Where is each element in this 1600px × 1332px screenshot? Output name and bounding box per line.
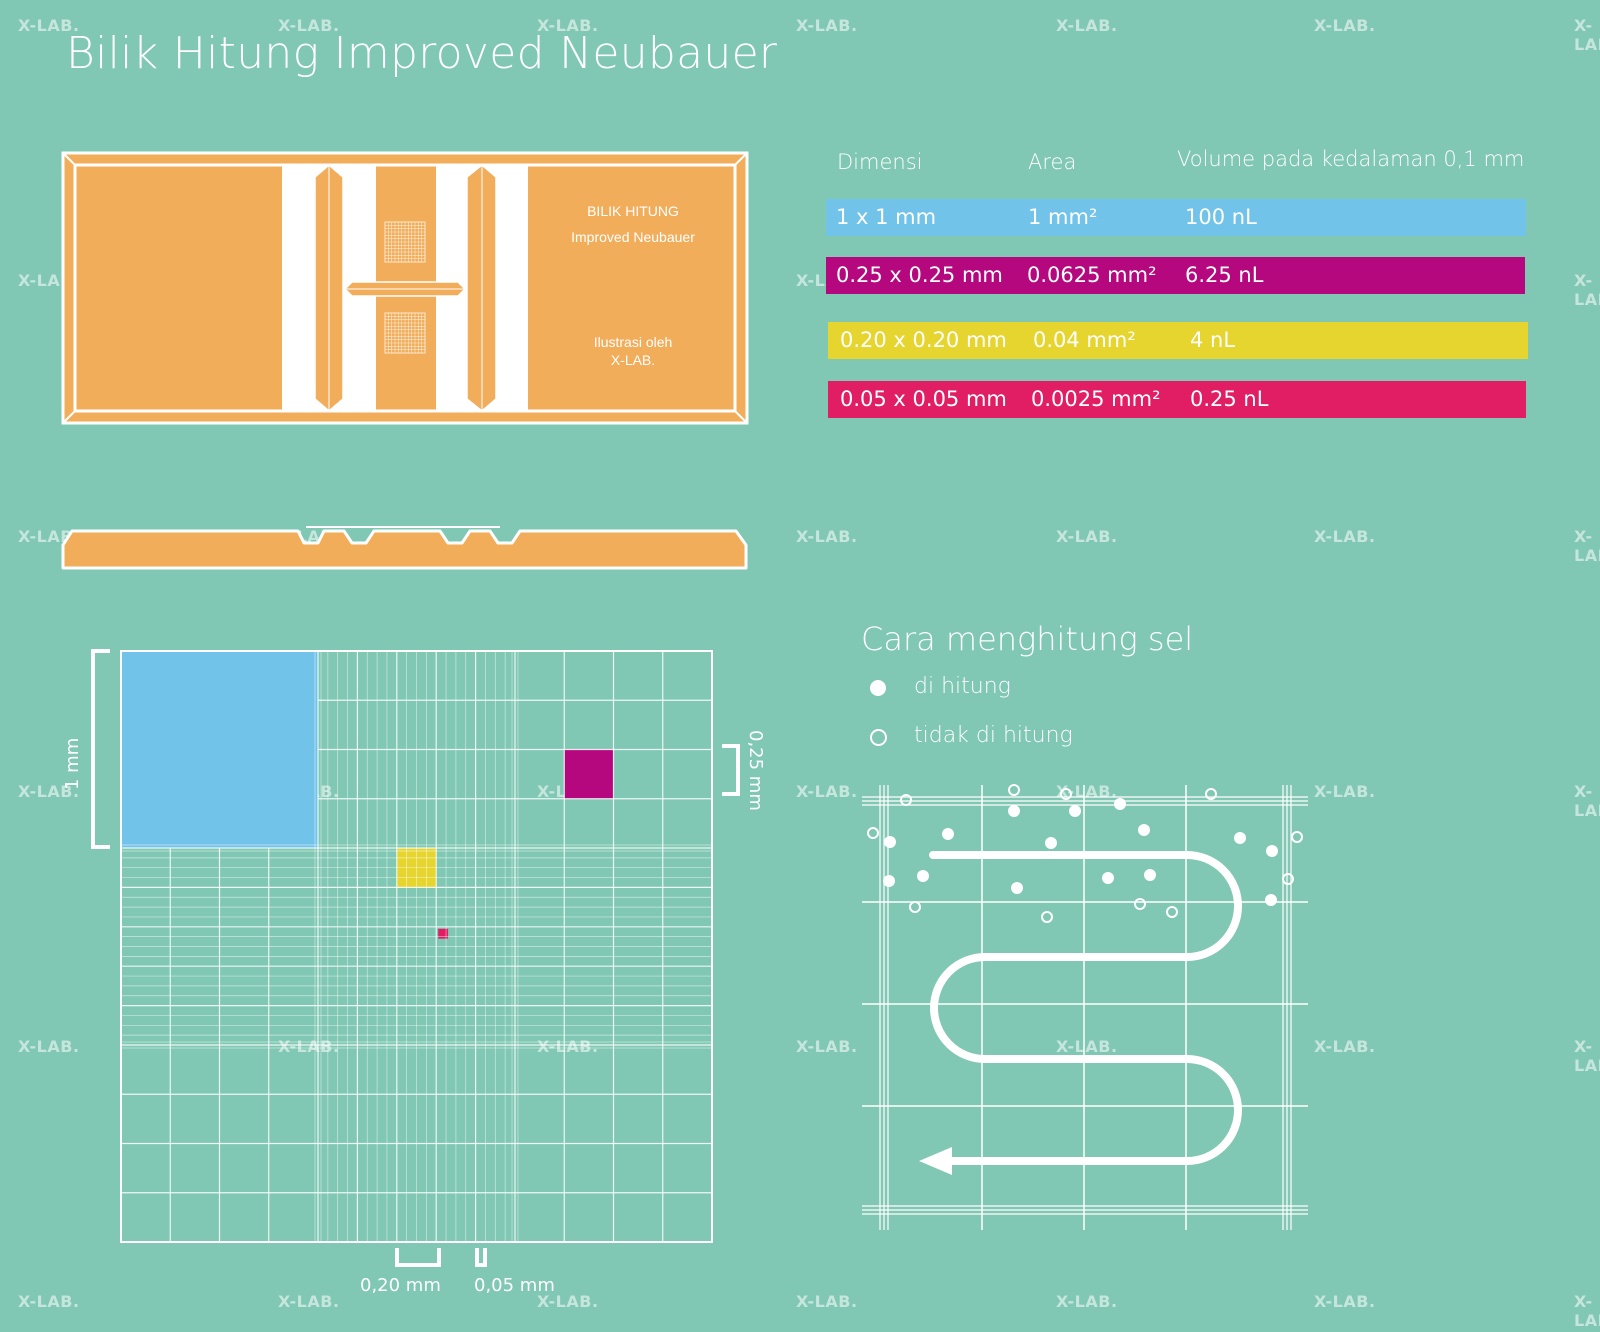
watermark-text: X-LAB. [18,16,80,35]
cells [867,784,1303,923]
header-dimensi: Dimensi [837,150,923,174]
cell-area: 1 mm² [1028,205,1098,229]
neubauer-grid [120,650,713,1243]
watermark-text: X-LAB. [1056,16,1118,35]
watermark-text: X-LAB. [796,782,858,801]
counting-title: Cara menghitung sel [861,620,1194,658]
watermark-text: X-LAB. [1314,1037,1376,1056]
slide-label-line1: BILIK HITUNG [587,203,679,219]
counting-path [929,851,1242,1165]
watermark-text: X-LAB. [278,1292,340,1311]
slide-side-view [61,526,748,570]
label-025mm: 0,25 mm [745,730,766,811]
header-area: Area [1028,150,1077,174]
watermark-text: X-LAB. [1574,1292,1600,1330]
watermark-text: X-LAB. [1314,16,1376,35]
label-020mm: 0,20 mm [360,1275,441,1296]
watermark-text: X-LAB. [1574,1037,1600,1075]
page-title: Bilik Hitung Improved Neubauer [66,28,778,79]
watermark-text: X-LAB. [1056,527,1118,546]
filled-circle-icon [870,680,886,696]
cell-area: 0.04 mm² [1033,328,1136,352]
scale-020mm: 0,20 mm [360,1248,441,1296]
square-025mm [564,749,614,799]
watermark-text: X-LAB. [1574,782,1600,820]
watermark-text: X-LAB. [1314,527,1376,546]
scale-1mm: 1 mm [62,649,110,849]
row-005mm: 0.05 x 0.05 mm 0.0025 mm² 0.25 nL [828,381,1526,418]
slide-credit-line2: X-LAB. [611,352,655,368]
square-1mm [121,651,318,848]
cell-volume: 4 nL [1190,328,1236,352]
watermark-text: X-LAB. [18,1292,80,1311]
watermark-text: X-LAB. [796,1292,858,1311]
mini-counting-grid-upper [384,221,426,263]
watermark-text: X-LAB. [537,16,599,35]
watermark-text: X-LAB. [278,16,340,35]
watermark-text: X-LAB. [1314,782,1376,801]
label-1mm: 1 mm [62,738,83,790]
watermark-text: X-LAB. [537,1292,599,1311]
header-volume: Volume pada kedalaman 0,1 mm [1177,147,1525,171]
label-005mm: 0,05 mm [474,1275,555,1296]
scale-005mm: 0,05 mm [474,1248,555,1296]
slide-credit-line1: Ilustrasi oleh [594,334,673,350]
watermark-text: X-LAB. [796,1037,858,1056]
cell-area: 0.0625 mm² [1027,263,1157,287]
row-020mm: 0.20 x 0.20 mm 0.04 mm² 4 nL [828,322,1528,359]
mini-counting-grid-lower [384,312,426,354]
legend-counted-label: di hitung [914,674,1011,699]
watermark-text: X-LAB. [18,1037,80,1056]
watermark-text: X-LAB. [18,782,80,801]
cell-dim: 0.20 x 0.20 mm [840,328,1007,352]
cell-dim: 1 x 1 mm [836,205,937,229]
cell-volume: 0.25 nL [1190,387,1269,411]
cell-volume: 100 nL [1185,205,1257,229]
scale-025mm: 0,25 mm [722,730,766,811]
cell-volume: 6.25 nL [1185,263,1264,287]
watermark-text: X-LAB. [1056,1037,1118,1056]
square-005mm [438,928,449,939]
watermark-text: X-LAB. [1056,1292,1118,1311]
slide-label-line2: Improved Neubauer [571,229,695,245]
watermark-text: X-LAB. [796,16,858,35]
watermark-text: X-LAB. [1574,271,1600,309]
row-025mm: 0.25 x 0.25 mm 0.0625 mm² 6.25 nL [826,257,1525,294]
cell-dim: 0.05 x 0.05 mm [840,387,1007,411]
cell-dim: 0.25 x 0.25 mm [836,263,1003,287]
open-circle-icon [870,729,887,746]
row-1mm: 1 x 1 mm 1 mm² 100 nL [826,199,1526,236]
watermark-text: X-LAB. [1574,16,1600,54]
watermark-text: X-LAB. [1314,1292,1376,1311]
watermark-text: X-LAB. [1574,527,1600,565]
legend-not-counted-label: tidak di hitung [914,723,1073,748]
arrow-head-icon [919,1147,952,1175]
watermark-text: X-LAB. [796,527,858,546]
cell-area: 0.0025 mm² [1031,387,1161,411]
slide-top-view: BILIK HITUNG Improved Neubauer Ilustrasi… [61,151,749,425]
